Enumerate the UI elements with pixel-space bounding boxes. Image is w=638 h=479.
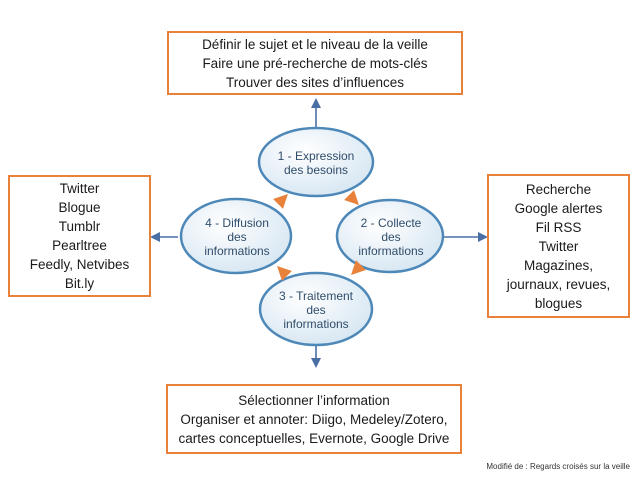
step3-line2: des	[306, 303, 326, 317]
step1-line1: 1 - Expression	[277, 149, 355, 163]
ellipse-step2	[335, 198, 445, 274]
step2-label: 2 - Collecte des informations	[358, 216, 423, 258]
box-diffusion-tools: Twitter Blogue Tumblr Pearltree Feedly, …	[8, 175, 151, 297]
step2-line1: 2 - Collecte	[360, 216, 422, 230]
box-right-line: journaux, revues,	[506, 276, 611, 292]
ellipse-step4	[179, 197, 293, 275]
box-left-line: Blogue	[58, 200, 101, 215]
box-left-line: Twitter	[59, 181, 100, 196]
step3-line1: 3 - Traitement	[278, 289, 354, 303]
box-left-line: Feedly, Netvibes	[29, 257, 130, 272]
step2-line3: informations	[358, 244, 424, 258]
box-bottom-line: Sélectionner l’information	[238, 392, 390, 408]
cycle-arrow-3-to-4	[277, 266, 292, 281]
box-right-line: blogues	[534, 295, 583, 311]
box-right-line: Google alertes	[514, 200, 603, 216]
step4-label: 4 - Diffusion des informations	[204, 216, 269, 258]
box-right-line: Magazines,	[523, 257, 594, 273]
box-top-line: Faire une pré-recherche de mots-clés	[202, 55, 428, 71]
box-left-line: Bit.ly	[64, 276, 95, 291]
step3-line3: informations	[283, 317, 349, 331]
box-left-line: Tumblr	[58, 219, 101, 234]
box-define-subject: Définir le sujet et le niveau de la veil…	[167, 31, 463, 95]
step1-line2: des besoins	[283, 163, 349, 177]
source-credit: Modifié de : Regards croisés sur la veil…	[486, 462, 630, 471]
box-top-line: Définir le sujet et le niveau de la veil…	[202, 36, 428, 52]
cycle-arrow-2-to-3	[351, 260, 366, 275]
ellipse-step3	[258, 271, 374, 347]
box-right-line: Twitter	[538, 238, 579, 254]
step2-line2: des	[381, 230, 401, 244]
step3-label: 3 - Traitement des informations	[279, 289, 353, 331]
box-right-line: Fil RSS	[535, 219, 582, 235]
step4-line3: informations	[204, 244, 270, 258]
box-processing-tools: Sélectionner l’information Organiser et …	[166, 384, 462, 454]
box-left-line: Pearltree	[52, 238, 107, 253]
box-bottom-line: cartes conceptuelles, Evernote, Google D…	[178, 430, 450, 446]
box-bottom-line: Organiser et annoter: Diigo, Medeley/Zot…	[180, 411, 448, 427]
box-right-line: Recherche	[525, 181, 592, 197]
step4-line2: des	[227, 230, 247, 244]
box-collection-sources: Recherche Google alertes Fil RSS Twitter…	[487, 174, 630, 318]
ellipse-step1	[257, 126, 375, 198]
step1-label: 1 - Expression des besoins	[278, 149, 355, 177]
step4-line1: 4 - Diffusion	[205, 216, 269, 230]
box-top-line: Trouver des sites d’influences	[225, 74, 405, 90]
